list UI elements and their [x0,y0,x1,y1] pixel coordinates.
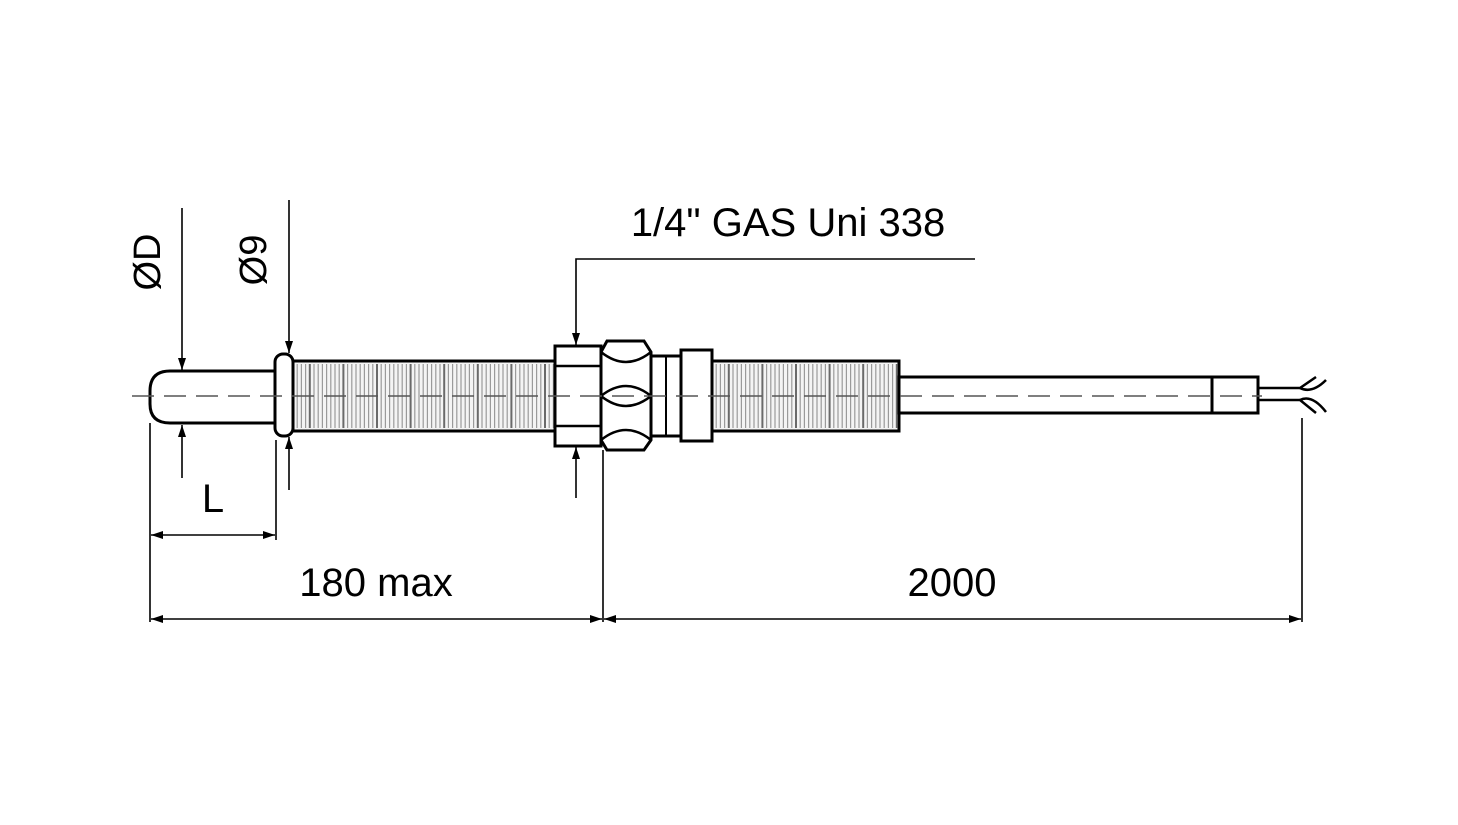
label-cable-length: 2000 [908,561,997,605]
probe-tip [148,369,275,425]
cable-sheath [897,375,1214,415]
collar-ring [273,352,295,438]
thread-callout-leader [572,258,975,498]
label-diameter-d: ØD [127,234,169,291]
label-probe-length: 180 max [299,561,452,605]
cable-wires [1258,375,1327,414]
label-length-l: L [202,477,224,521]
cable-end-sleeve [1210,375,1260,415]
hex-nut [599,339,653,452]
extension-lines [149,418,1303,622]
label-diameter-9: Ø9 [233,235,275,286]
label-thread-spec: 1/4" GAS Uni 338 [631,201,945,245]
